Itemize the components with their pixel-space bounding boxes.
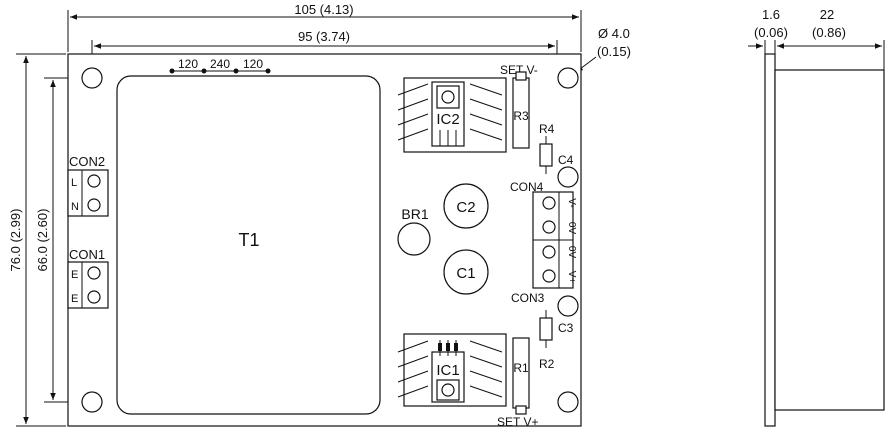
out-pin-0v-a: 0V xyxy=(566,222,577,235)
mounting-hole-bottom-left xyxy=(81,391,103,413)
r4-label: R4 xyxy=(539,122,555,136)
side-depth-inch-label: (0.86) xyxy=(812,25,846,40)
c3-capacitor xyxy=(557,295,579,317)
c1-capacitor xyxy=(443,249,489,295)
overall-width-dimension: 105 (4.13) xyxy=(67,2,582,52)
con4-label: CON4 xyxy=(510,180,544,194)
r2-label: R2 xyxy=(539,357,555,371)
link-240: 240 xyxy=(210,57,230,71)
overall-height-label: 76.0 (2.99) xyxy=(8,209,23,272)
hole-span-height-label: 66.0 (2.60) xyxy=(35,209,50,272)
r4-resistor xyxy=(539,143,553,167)
c1-label: C1 xyxy=(456,265,475,282)
ic1-label: IC1 xyxy=(436,362,459,379)
set-vneg-label: SET V- xyxy=(500,63,538,77)
c4-capacitor xyxy=(557,166,579,188)
side-pcb-edge xyxy=(764,53,776,427)
ic2-heatsink: IC2 xyxy=(397,77,507,153)
out-pin-vpos: V+ xyxy=(566,271,577,284)
link-120-b: 120 xyxy=(243,57,263,71)
ic2-label: IC2 xyxy=(436,111,459,128)
out-pin-0v-b: 0V xyxy=(566,246,577,259)
side-depth-label: 22 xyxy=(820,7,834,22)
r2-resistor xyxy=(539,317,553,341)
voltage-links: 120 240 120 xyxy=(169,57,271,74)
mounting-hole-top-right xyxy=(557,67,579,89)
side-thickness-inch-label: (0.06) xyxy=(754,25,788,40)
c2-label: C2 xyxy=(456,199,475,216)
hole-span-width-label: 95 (3.74) xyxy=(298,29,350,44)
out-pin-vneg: V- xyxy=(566,198,577,207)
ic1-heatsink: IC1 xyxy=(397,333,507,407)
mounting-hole-top-left xyxy=(81,67,103,89)
link-120-a: 120 xyxy=(178,57,198,71)
con2-terminal xyxy=(67,169,109,217)
hole-diameter-callout: Ø 4.0 (0.15) xyxy=(575,26,631,73)
transformer-label: T1 xyxy=(238,230,259,250)
con1-label: CON1 xyxy=(69,247,105,262)
r1-label: R1 xyxy=(513,361,529,375)
c2-capacitor xyxy=(443,183,489,229)
con2-label: CON2 xyxy=(69,154,105,169)
br1-bridge-rectifier xyxy=(397,222,431,256)
side-view: 1.6 (0.06) 22 (0.86) xyxy=(748,7,885,427)
set-vpos-label: SET V+ xyxy=(497,415,538,429)
output-terminal-block: V- 0V 0V V+ xyxy=(532,191,577,289)
hole-diameter-label: Ø 4.0 xyxy=(598,26,630,41)
overall-width-label: 105 (4.13) xyxy=(294,2,353,17)
c3-label: C3 xyxy=(558,321,574,335)
overall-height-dimension: 76.0 (2.99) xyxy=(8,53,66,427)
con3-label: CON3 xyxy=(511,291,545,305)
hole-diameter-inch-label: (0.15) xyxy=(597,44,631,59)
con1-pin-e-b: E xyxy=(71,293,78,305)
side-thickness-label: 1.6 xyxy=(762,7,780,22)
br1-label: BR1 xyxy=(401,206,428,222)
con1-pin-e-a: E xyxy=(71,269,78,281)
con1-terminal xyxy=(67,261,109,309)
c4-label: C4 xyxy=(558,153,574,167)
con2-pin-n: N xyxy=(71,201,79,213)
con2-pin-l: L xyxy=(71,177,77,189)
mounting-hole-bottom-right xyxy=(557,391,579,413)
side-transformer-profile xyxy=(774,69,885,411)
r3-label: R3 xyxy=(513,109,529,123)
transformer-t1 xyxy=(116,75,381,415)
